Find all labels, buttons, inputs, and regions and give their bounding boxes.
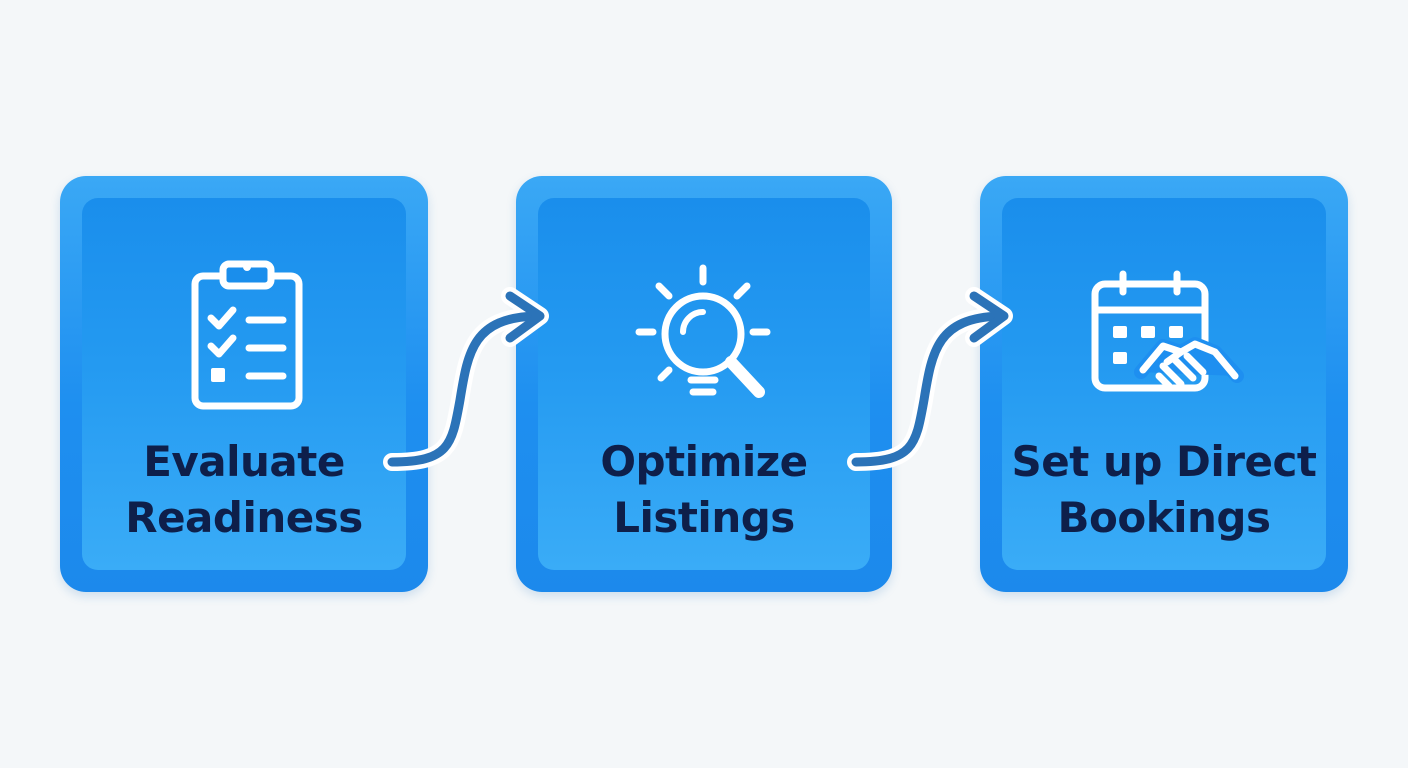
step-card-optimize-listings: Optimize Listings <box>516 176 892 592</box>
step-label: Set up Direct Bookings <box>1002 434 1326 546</box>
step-card-inner: Evaluate Readiness <box>82 198 406 570</box>
step-label-line-2: Listings <box>613 493 795 542</box>
lightbulb-magnifier-icon <box>635 264 771 398</box>
step-label-line-1: Optimize <box>600 437 808 486</box>
step-label: Evaluate Readiness <box>82 434 406 546</box>
step-card-set-up-direct-bookings: Set up Direct Bookings <box>980 176 1348 592</box>
step-label-line-1: Evaluate <box>143 437 345 486</box>
clipboard-checklist-icon <box>191 260 303 410</box>
step-card-evaluate-readiness: Evaluate Readiness <box>60 176 428 592</box>
calendar-handshake-icon <box>1091 270 1244 392</box>
step-label-line-2: Bookings <box>1057 493 1271 542</box>
step-card-inner: Optimize Listings <box>538 198 870 570</box>
step-label: Optimize Listings <box>538 434 870 546</box>
step-label-line-2: Readiness <box>125 493 363 542</box>
step-card-inner: Set up Direct Bookings <box>1002 198 1326 570</box>
step-label-line-1: Set up Direct <box>1011 437 1317 486</box>
